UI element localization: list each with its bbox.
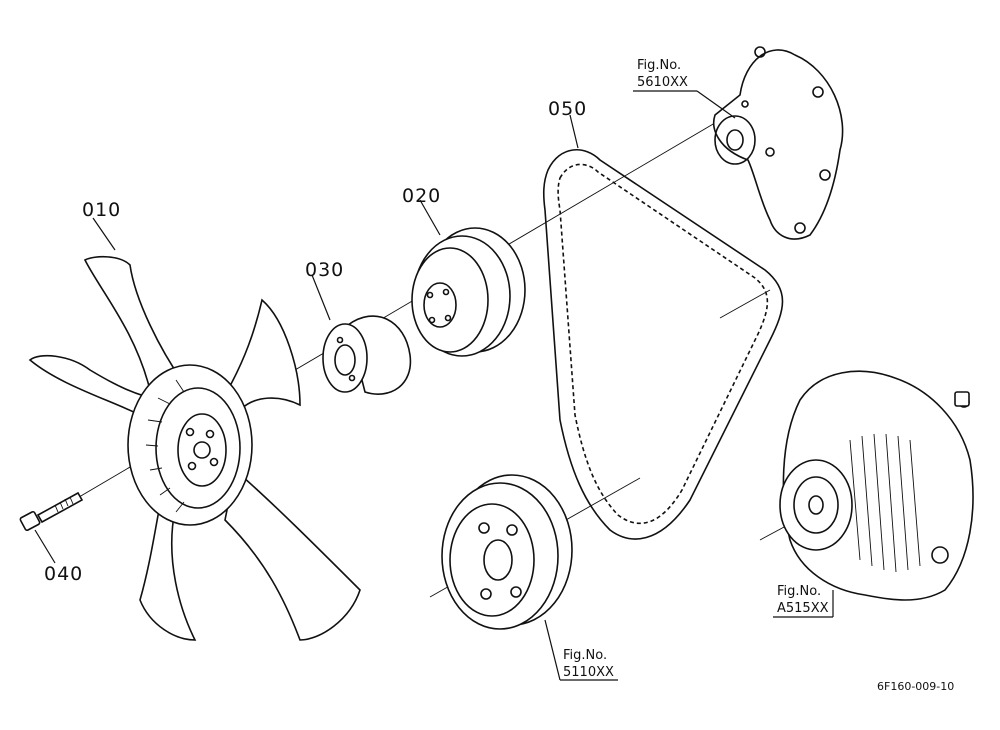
ref-crank-pulley-line2: 5110XX: [563, 665, 614, 680]
ref-leaders: [34, 90, 834, 681]
label-spacer: 030: [305, 259, 344, 281]
label-belt: 050: [548, 98, 587, 120]
fan-010[interactable]: [28, 255, 361, 641]
water-pump-ref[interactable]: [713, 46, 844, 240]
ref-alternator-line2: A515XX: [777, 601, 829, 616]
ref-crank-pulley-line1: Fig.No.: [563, 648, 607, 663]
pulley-020[interactable]: [411, 227, 526, 357]
drawing-code: 6F160-009-10: [877, 680, 954, 693]
label-fan: 010: [82, 199, 121, 221]
ref-water-pump-line2: 5610XX: [637, 75, 688, 90]
spacer-030[interactable]: [322, 315, 412, 395]
ref-alternator-line1: Fig.No.: [777, 584, 821, 599]
label-pulley: 020: [402, 185, 441, 207]
label-bolt: 040: [44, 563, 83, 585]
crank-pulley-ref[interactable]: [441, 474, 573, 630]
alternator-ref[interactable]: [779, 370, 974, 601]
ref-water-pump-line1: Fig.No.: [637, 58, 681, 73]
belt-050[interactable]: [542, 148, 784, 540]
bolt-040[interactable]: [19, 491, 84, 532]
